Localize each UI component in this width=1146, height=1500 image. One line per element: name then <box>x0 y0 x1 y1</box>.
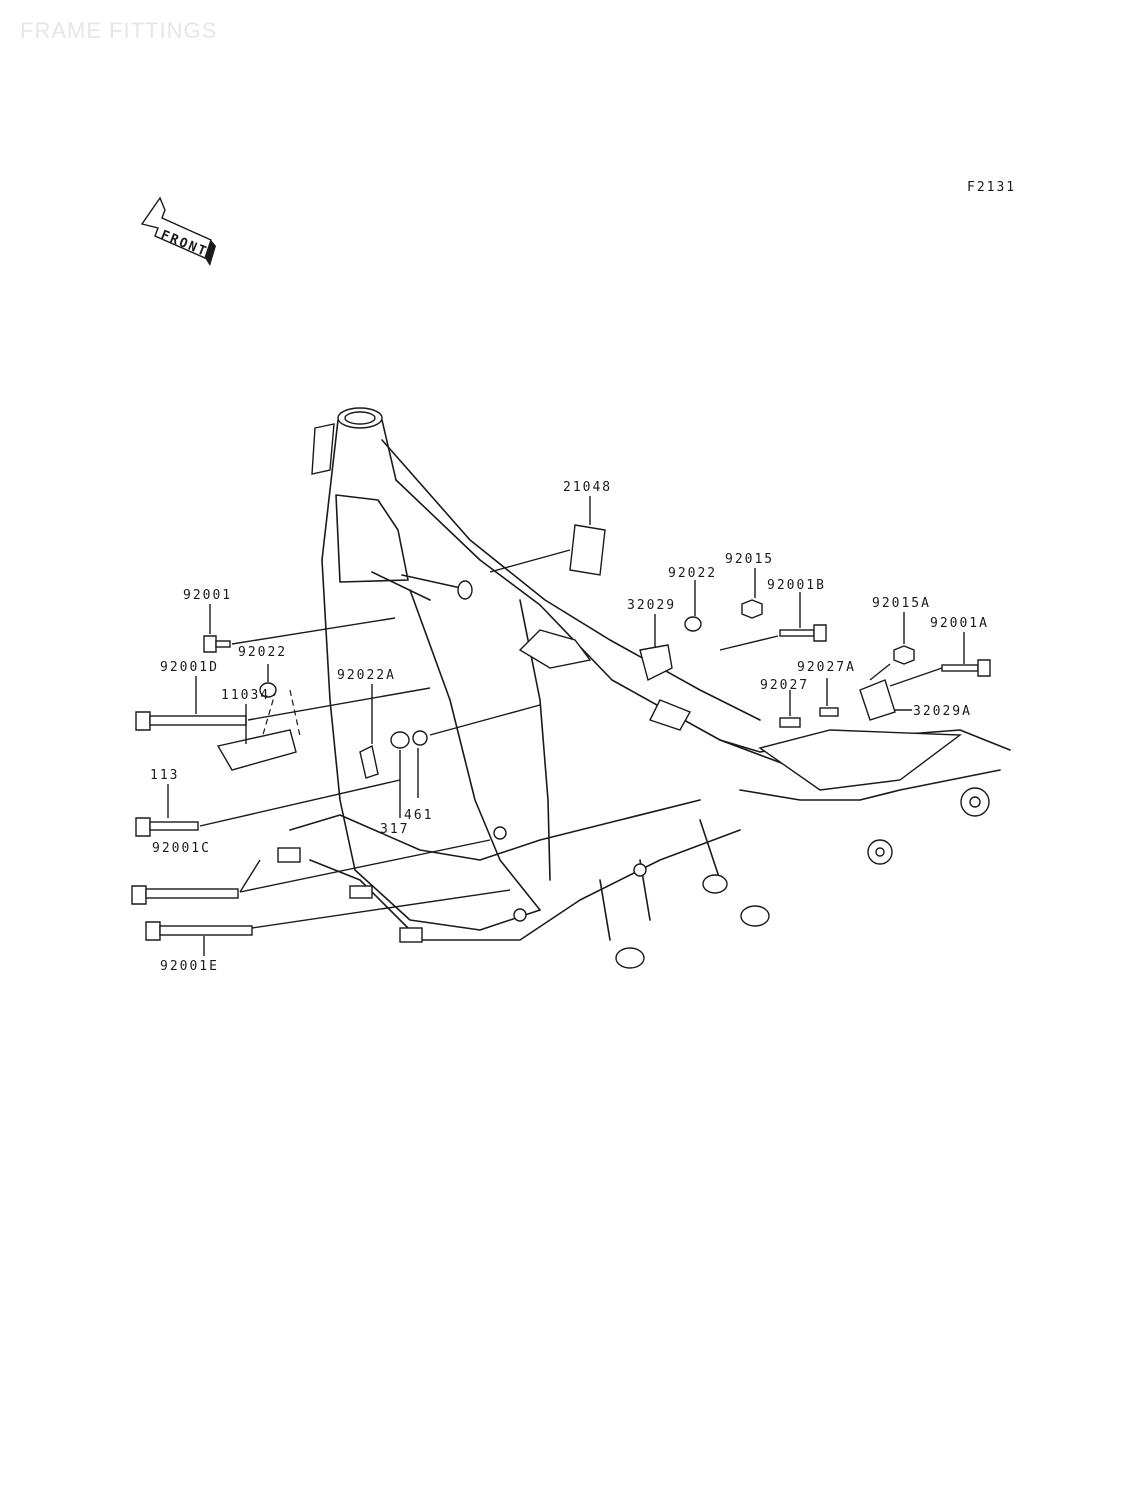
washer-92022 <box>684 616 702 632</box>
nut-92015A <box>893 645 915 665</box>
plate-21048 <box>569 524 606 576</box>
label-21048: 21048 <box>563 480 612 495</box>
label-92022-top: 92022 <box>668 566 717 581</box>
label-32029A: 32029A <box>913 704 972 719</box>
clip-92022A <box>359 744 379 779</box>
watermark-title: FRAME FITTINGS <box>20 18 218 43</box>
bracket-11034 <box>216 729 297 771</box>
label-92022A: 92022A <box>337 668 396 683</box>
label-92001B: 92001B <box>767 578 826 593</box>
label-92027A: 92027A <box>797 660 856 675</box>
label-92001D: 92001D <box>160 660 219 675</box>
collar-92027 <box>779 717 801 728</box>
label-32029: 32029 <box>627 598 676 613</box>
label-11034: 11034 <box>221 688 270 703</box>
parts-group <box>131 496 991 956</box>
label-92015: 92015 <box>725 552 774 567</box>
label-317: 317 <box>380 822 409 837</box>
bolt-92001B <box>779 629 815 637</box>
label-92001C: 92001C <box>152 841 211 856</box>
bolt-92001 <box>203 635 217 653</box>
label-92027: 92027 <box>760 678 809 693</box>
nut-92015 <box>741 599 763 619</box>
label-92015A: 92015A <box>872 596 931 611</box>
bolt-113 <box>135 817 151 837</box>
bolt-92001D <box>135 711 151 731</box>
label-113: 113 <box>150 768 179 783</box>
bolt-92001E <box>145 921 161 941</box>
figure-code: F2131 <box>967 180 1017 195</box>
bolt-92001C <box>131 885 147 905</box>
front-arrow-icon: FRONT <box>140 196 216 266</box>
label-92001: 92001 <box>183 588 232 603</box>
bracket-32029 <box>639 644 673 682</box>
label-461: 461 <box>404 808 433 823</box>
label-92001E: 92001E <box>160 959 219 974</box>
motorcycle-frame <box>277 407 1011 969</box>
bracket-32029A <box>859 679 896 721</box>
label-92001A: 92001A <box>930 616 989 631</box>
washer-461 <box>412 730 428 746</box>
bolt-92001A <box>941 664 979 672</box>
label-92022-left: 92022 <box>238 645 287 660</box>
nut-317 <box>390 731 410 749</box>
collar-92027A <box>819 707 839 717</box>
